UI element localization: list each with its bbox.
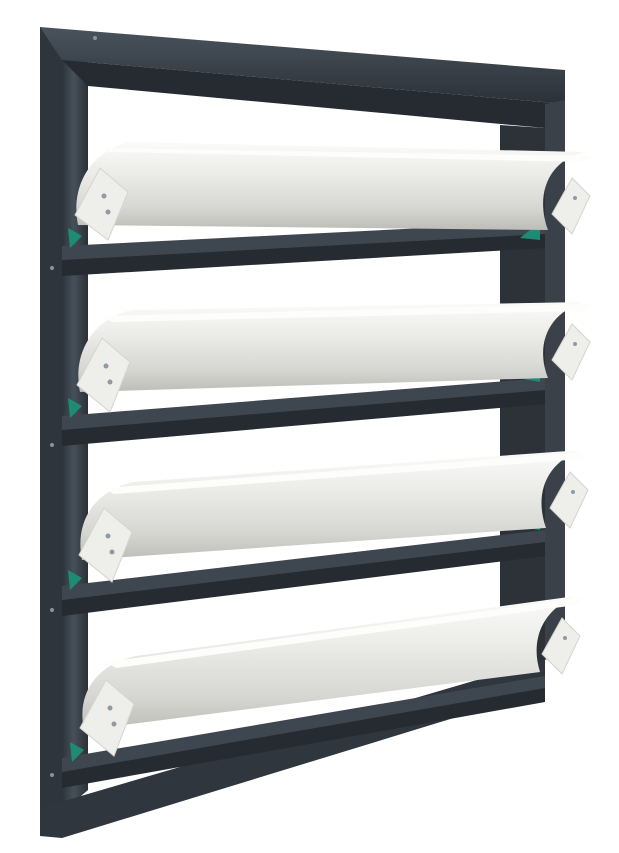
- bracket-hole: [101, 193, 107, 199]
- bracket-hole: [111, 721, 117, 727]
- bracket-hole: [573, 196, 577, 200]
- blade-bracket-right: [551, 323, 591, 381]
- blade-bracket-right: [549, 471, 589, 529]
- blade-top-lip: [104, 452, 588, 494]
- blade-bracket-left: [76, 337, 131, 413]
- bracket-hole: [105, 533, 111, 539]
- blade-body: [76, 142, 585, 230]
- blade-top-lip: [102, 304, 590, 322]
- bracket-hole: [107, 379, 113, 385]
- louver-blade: [62, 142, 592, 276]
- louver-blade: [62, 596, 582, 788]
- louver-blade: [62, 302, 591, 446]
- blade-shelf: [62, 232, 545, 276]
- blade-shelf-front: [62, 378, 545, 430]
- frame-top-inner: [62, 60, 565, 128]
- blade-body: [82, 596, 576, 730]
- blade-shelf: [62, 388, 545, 446]
- blade-bracket-right: [551, 177, 591, 235]
- blade-body: [80, 450, 582, 560]
- hinge-accent: [68, 228, 82, 248]
- blade-shelf-front: [62, 676, 545, 772]
- louver-blade: [62, 450, 589, 616]
- hinge-accent: [70, 742, 84, 762]
- blade-body: [78, 302, 585, 392]
- bracket-hole: [105, 209, 111, 215]
- blade-shelf: [62, 686, 545, 788]
- blade-set: [62, 142, 592, 788]
- blade-top-lip: [106, 598, 582, 668]
- blade-bracket-right: [541, 617, 581, 675]
- frame-screw: [50, 266, 54, 270]
- blade-bracket-left: [74, 167, 129, 241]
- blade-bracket-left: [79, 679, 135, 757]
- frame-screw: [50, 608, 54, 612]
- blade-bracket-left: [78, 507, 133, 583]
- bracket-hole: [573, 342, 577, 346]
- bracket-hole: [103, 363, 109, 369]
- frame-screw: [50, 773, 54, 777]
- hinge-accent: [68, 570, 82, 590]
- frame-left-flange: [40, 27, 62, 812]
- frame-top-rail: [40, 27, 565, 104]
- frame-right-side: [545, 100, 565, 660]
- hinge-accent: [68, 398, 82, 418]
- blade-shelf-front: [62, 222, 545, 260]
- frame-screw: [93, 36, 97, 40]
- bracket-hole: [107, 705, 113, 711]
- bracket-hole: [109, 549, 115, 555]
- frame-screw: [50, 443, 54, 447]
- blade-top-lip: [100, 148, 592, 162]
- blade-shelf: [62, 540, 545, 616]
- bracket-hole: [563, 636, 567, 640]
- blade-shelf-front: [62, 530, 545, 600]
- bracket-hole: [571, 490, 575, 494]
